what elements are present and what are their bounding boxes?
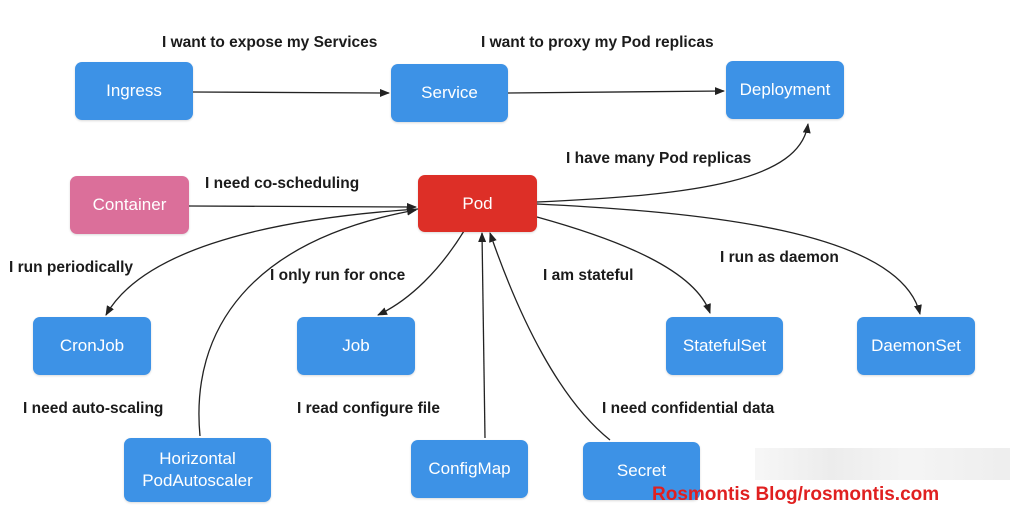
deployment-node: Deployment <box>726 61 844 119</box>
daemonset-label: DaemonSet <box>871 336 961 355</box>
pod-label: Pod <box>462 193 493 213</box>
secret-label: Secret <box>616 461 667 480</box>
edge-label-expose-services: I want to expose my Services <box>162 34 378 51</box>
edge-pod-job <box>377 230 465 316</box>
edge-label-run-periodically: I run periodically <box>9 259 134 276</box>
daemonset-node: DaemonSet <box>857 317 975 375</box>
edge-label-co-scheduling: I need co-scheduling <box>205 175 360 192</box>
cronjob-node: CronJob <box>33 317 151 375</box>
edge-pod-cronjob <box>105 208 419 316</box>
edge-secret-pod <box>489 232 611 441</box>
edge-hpa-pod <box>198 207 417 437</box>
cronjob-label: CronJob <box>59 336 125 355</box>
edge-pod-deployment <box>536 123 811 203</box>
watermark-text: Rosmontis Blog/rosmontis.com <box>652 484 940 505</box>
hpa-label-line1: Horizontal <box>159 449 236 468</box>
edge-pod-daemonset <box>536 203 922 315</box>
blurred-region <box>755 448 1010 480</box>
edge-label-many-replicas: I have many Pod replicas <box>566 150 752 167</box>
edge-configmap-pod <box>478 232 487 439</box>
edge-label-daemon: I run as daemon <box>720 249 839 266</box>
edge-container-pod <box>188 202 417 211</box>
job-node: Job <box>297 317 415 375</box>
secret-node: Secret <box>583 442 700 500</box>
pod-node: Pod <box>418 175 537 232</box>
edge-ingress-service <box>192 88 390 97</box>
edge-label-run-once: I only run for once <box>270 267 406 284</box>
edge-label-auto-scaling: I need auto-scaling <box>23 400 164 417</box>
hpa-label-line2: PodAutoscaler <box>142 471 253 490</box>
edge-label-confidential: I need confidential data <box>602 400 775 417</box>
edge-pod-statefulset <box>536 216 711 314</box>
ingress-node: Ingress <box>75 62 193 120</box>
edge-label-proxy-replicas: I want to proxy my Pod replicas <box>481 34 714 51</box>
service-label: Service <box>421 83 478 102</box>
container-node: Container <box>70 176 189 234</box>
job-label: Job <box>342 336 370 355</box>
edge-label-configure-file: I read configure file <box>297 400 440 417</box>
statefulset-label: StatefulSet <box>682 336 767 355</box>
configmap-node: ConfigMap <box>411 440 528 498</box>
ingress-label: Ingress <box>106 81 162 100</box>
deployment-label: Deployment <box>739 80 831 99</box>
configmap-label: ConfigMap <box>428 459 511 478</box>
hpa-node: Horizontal PodAutoscaler <box>124 438 271 502</box>
statefulset-node: StatefulSet <box>666 317 783 375</box>
container-label: Container <box>92 195 167 214</box>
service-node: Service <box>391 64 508 122</box>
edge-label-stateful: I am stateful <box>543 267 634 284</box>
edge-service-deployment <box>507 87 725 96</box>
